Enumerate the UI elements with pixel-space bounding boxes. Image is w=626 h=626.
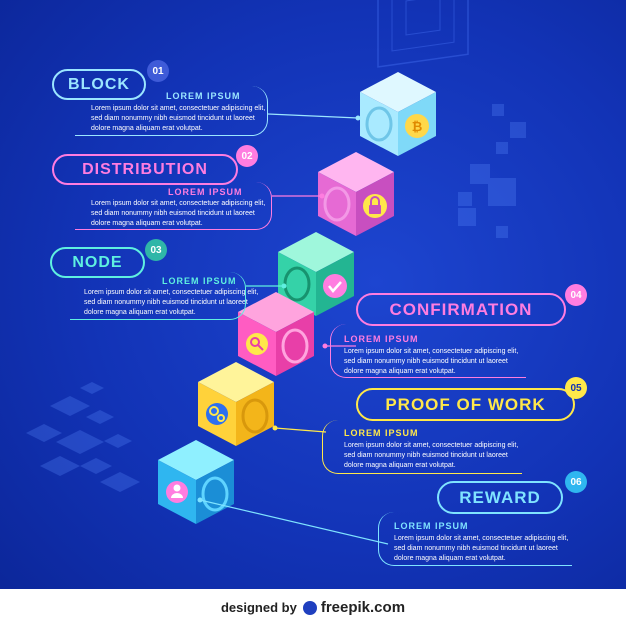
key-icon xyxy=(246,333,268,355)
cube-distribution xyxy=(318,152,394,236)
bracket-reward xyxy=(378,512,572,566)
background-squares xyxy=(377,0,469,68)
bracket-proof-of-work xyxy=(322,420,522,474)
bitcoin-icon xyxy=(405,114,429,138)
step-number-02: 02 xyxy=(236,145,258,167)
step-text-distribution: Lorem ipsum dolor sit amet, consectetuer… xyxy=(91,200,266,227)
cube-node xyxy=(278,232,354,316)
cube-block: ₿ xyxy=(360,72,436,156)
step-number-05: 05 xyxy=(565,377,587,399)
bracket-confirmation xyxy=(330,324,526,378)
cube-reward xyxy=(158,440,234,524)
step-subtitle-block: LOREM IPSUM xyxy=(166,91,241,101)
step-subtitle-node: LOREM IPSUM xyxy=(162,276,237,286)
cube-proof-of-work xyxy=(198,362,274,446)
step-title-reward: REWARD xyxy=(437,481,563,514)
cube-confirmation xyxy=(238,292,314,376)
footer-prefix: designed by xyxy=(220,600,297,615)
background-tiles xyxy=(26,104,526,492)
footer-credit: designed by freepik.com xyxy=(0,589,626,626)
step-number-03: 03 xyxy=(145,239,167,261)
svg-text:₿: ₿ xyxy=(412,119,423,134)
step-number-06: 06 xyxy=(565,471,587,493)
step-text-confirmation: Lorem ipsum dolor sit amet, consectetuer… xyxy=(344,348,519,375)
step-title-distribution: DISTRIBUTION xyxy=(52,154,238,185)
person-icon xyxy=(166,481,188,503)
connector-dots xyxy=(197,115,361,503)
step-text-proof-of-work: Lorem ipsum dolor sit amet, consectetuer… xyxy=(344,442,519,469)
step-text-node: Lorem ipsum dolor sit amet, consectetuer… xyxy=(84,289,259,316)
step-subtitle-confirmation: LOREM IPSUM xyxy=(344,334,419,344)
step-subtitle-proof-of-work: LOREM IPSUM xyxy=(344,428,419,438)
bracket-block xyxy=(75,86,268,136)
checkmark-icon xyxy=(323,274,347,298)
step-text-reward: Lorem ipsum dolor sit amet, consectetuer… xyxy=(394,535,569,562)
freepik-logo-icon xyxy=(302,600,317,615)
footer-brand: freepik.com xyxy=(320,599,406,616)
step-subtitle-reward: LOREM IPSUM xyxy=(394,521,469,531)
step-number-04: 04 xyxy=(565,284,587,306)
bracket-node xyxy=(70,272,246,320)
step-title-proof-of-work: PROOF OF WORK xyxy=(356,388,575,421)
bracket-distribution xyxy=(75,182,272,230)
step-title-node: NODE xyxy=(50,247,145,278)
step-text-block: Lorem ipsum dolor sit amet, consectetuer… xyxy=(91,105,266,132)
step-title-confirmation: CONFIRMATION xyxy=(356,293,566,326)
step-number-01: 01 xyxy=(147,60,169,82)
step-subtitle-distribution: LOREM IPSUM xyxy=(168,187,243,197)
